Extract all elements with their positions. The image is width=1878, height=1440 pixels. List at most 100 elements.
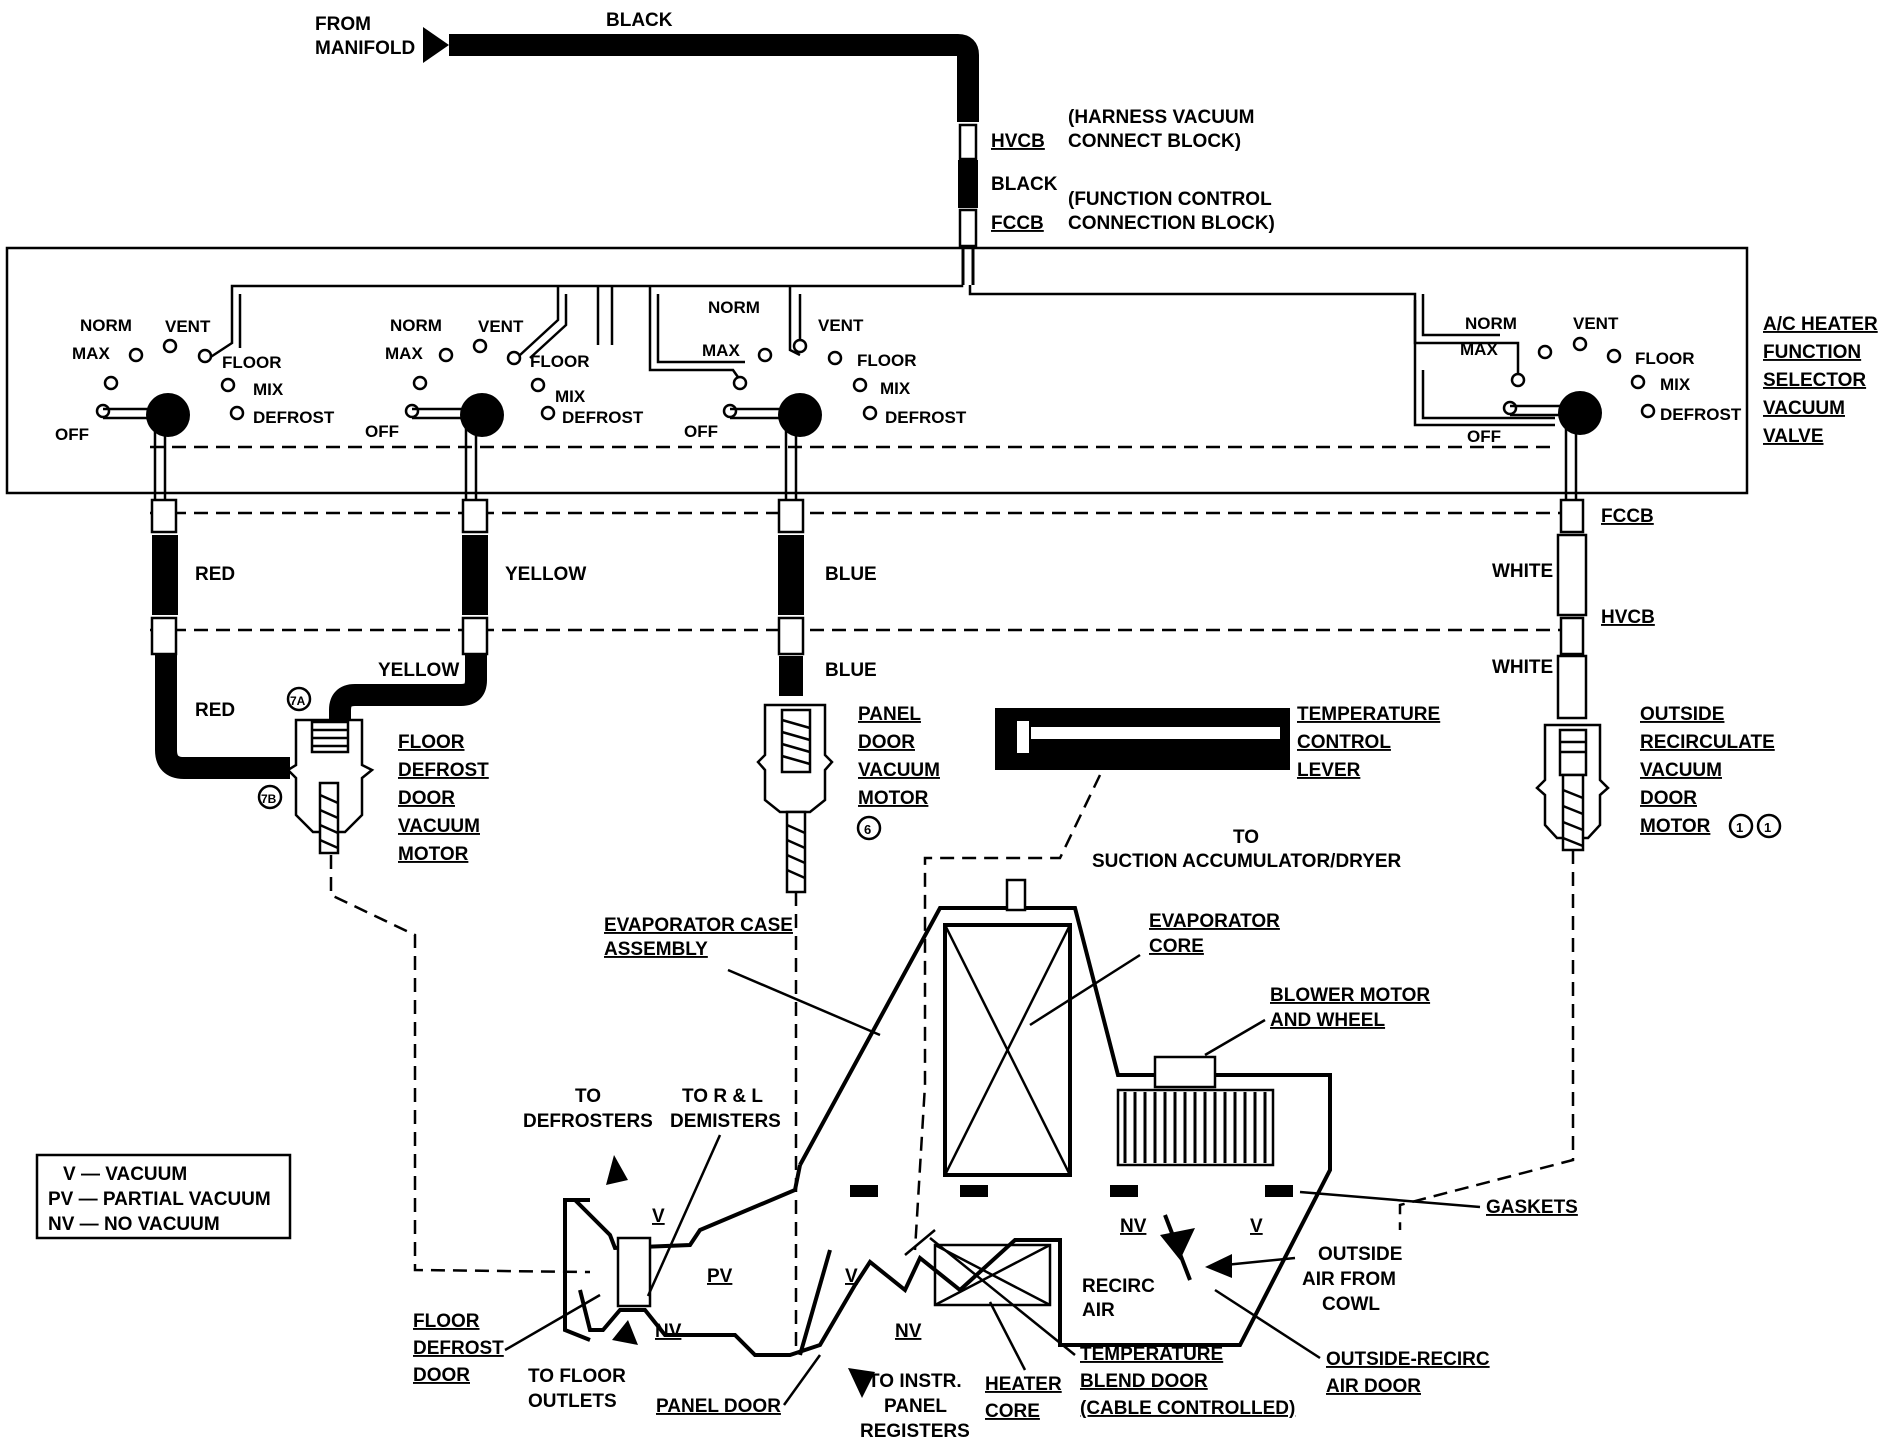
to-defrosters-label-2: DEFROSTERS	[523, 1111, 653, 1132]
gaskets-label: GASKETS	[1486, 1197, 1578, 1218]
to-instr-label-1: TO INSTR.	[868, 1371, 962, 1392]
svg-text:DOOR: DOOR	[858, 732, 915, 753]
svg-text:TEMPERATURE: TEMPERATURE	[1297, 704, 1440, 725]
svg-text:RECIRCULATE: RECIRCULATE	[1640, 732, 1775, 753]
selector-label-3: SELECTOR	[1763, 370, 1866, 391]
svg-text:V — VACUUM: V — VACUUM	[63, 1164, 187, 1185]
evap-case-label-1: EVAPORATOR CASE	[604, 915, 793, 936]
manifold-label: MANIFOLD	[315, 38, 415, 59]
svg-text:MAX: MAX	[385, 344, 423, 363]
hvcb-right-label: HVCB	[1601, 607, 1655, 628]
yellow-label-2: YELLOW	[378, 660, 459, 681]
svg-text:VENT: VENT	[165, 317, 211, 336]
valve-header-tubes	[202, 284, 1555, 427]
fccb-label: FCCB	[991, 213, 1044, 234]
svg-text:OFF: OFF	[684, 422, 718, 441]
svg-text:OFF: OFF	[1467, 427, 1501, 446]
svg-text:MOTOR: MOTOR	[858, 788, 929, 809]
red-label-2: RED	[195, 700, 235, 721]
outside-motor-label: OUTSIDE RECIRCULATE VACUUM DOOR MOTOR 1 …	[1640, 704, 1782, 839]
blue-label-2: BLUE	[825, 660, 877, 681]
suction-label: SUCTION ACCUMULATOR/DRYER	[1092, 851, 1402, 872]
v-label-3: V	[1250, 1216, 1263, 1237]
fccb-desc-2: CONNECTION BLOCK)	[1068, 213, 1275, 234]
instr-arrow-icon	[848, 1368, 875, 1398]
selector-valve-1: NORM VENT MAX FLOOR MIX DEFROST OFF	[55, 316, 335, 520]
svg-text:DEFROST: DEFROST	[253, 408, 335, 427]
legend-box: V — VACUUM PV — PARTIAL VACUUM NV — NO V…	[35, 1153, 292, 1240]
hvcb-label: HVCB	[991, 131, 1045, 152]
evap-case-label-2: ASSEMBLY	[604, 939, 708, 960]
hvcb-desc-2: CONNECT BLOCK)	[1068, 131, 1241, 152]
svg-text:NORM: NORM	[80, 316, 132, 335]
svg-text:6: 6	[864, 822, 871, 837]
svg-text:MIX: MIX	[1660, 375, 1691, 394]
evap-core-leader	[1029, 953, 1141, 1027]
svg-text:1: 1	[1736, 820, 1743, 835]
pv-label: PV	[707, 1266, 733, 1287]
v-label-1: V	[652, 1206, 665, 1227]
white-hose	[1556, 498, 1588, 720]
evaporator-case	[563, 878, 1332, 1357]
svg-text:MIX: MIX	[253, 380, 284, 399]
recirc-label-2: AIR	[1082, 1300, 1115, 1321]
svg-text:FLOOR: FLOOR	[1635, 349, 1695, 368]
to-instr-label-2: PANEL	[884, 1396, 947, 1417]
svg-text:VACUUM: VACUUM	[398, 816, 480, 837]
svg-text:PV — PARTIAL VACUUM: PV — PARTIAL VACUUM	[48, 1189, 271, 1210]
temperature-control-lever	[995, 708, 1290, 770]
to-floor-label-2: OUTLETS	[528, 1391, 617, 1412]
svg-text:1: 1	[1764, 820, 1771, 835]
svg-text:MIX: MIX	[555, 387, 586, 406]
blend-label-2: BLEND DOOR	[1080, 1371, 1208, 1392]
svg-text:VACUUM: VACUUM	[858, 760, 940, 781]
floor-arrow-icon	[612, 1320, 638, 1345]
selector-label-5: VALVE	[1763, 426, 1824, 447]
heater-core-label-1: HEATER	[985, 1374, 1062, 1395]
to-rl-label-1: TO R & L	[682, 1086, 763, 1107]
panel-motor-label: PANEL DOOR VACUUM MOTOR 6	[856, 704, 940, 841]
temp-lever-label: TEMPERATURE CONTROL LEVER	[1297, 704, 1440, 781]
floor-motor-label: FLOOR DEFROST DOOR VACUUM MOTOR	[398, 732, 489, 865]
black-label-2: BLACK	[991, 174, 1058, 195]
svg-text:OFF: OFF	[55, 425, 89, 444]
svg-text:DEFROST: DEFROST	[885, 408, 967, 427]
outside-air-label-1: OUTSIDE	[1318, 1244, 1402, 1265]
svg-text:FLOOR: FLOOR	[222, 353, 282, 372]
from-label: FROM	[315, 14, 371, 35]
outside-recirc-vacuum-motor	[1535, 723, 1610, 852]
fdd-leader	[504, 1293, 601, 1352]
v-label-2: V	[845, 1266, 858, 1287]
svg-text:DEFROST: DEFROST	[562, 408, 644, 427]
white-label-2: WHITE	[1492, 657, 1553, 678]
recirc-arrow-icon	[1160, 1228, 1195, 1260]
selector-label-1: A/C HEATER	[1763, 314, 1878, 335]
yellow-hose	[329, 498, 489, 721]
to-floor-label-1: TO FLOOR	[528, 1366, 626, 1387]
svg-text:VENT: VENT	[1573, 314, 1619, 333]
svg-text:OFF: OFF	[365, 422, 399, 441]
red-hose	[150, 498, 290, 779]
defroster-arrow-icon	[606, 1155, 628, 1185]
svg-text:7B: 7B	[261, 792, 277, 806]
evap-case-leader	[727, 968, 881, 1037]
to-label: TO	[1233, 827, 1259, 848]
nv-label-3: NV	[1120, 1216, 1147, 1237]
blue-label: BLUE	[825, 564, 877, 585]
svg-text:MAX: MAX	[702, 341, 740, 360]
yellow-label: YELLOW	[505, 564, 586, 585]
blower-label-2: AND WHEEL	[1270, 1010, 1385, 1031]
to-rl-leader	[646, 1134, 722, 1297]
svg-text:MOTOR: MOTOR	[398, 844, 469, 865]
evap-core-label-2: CORE	[1149, 936, 1204, 957]
outside-air-label-3: COWL	[1322, 1294, 1380, 1315]
svg-text:MIX: MIX	[880, 379, 911, 398]
blend-label-1: TEMPERATURE	[1080, 1344, 1223, 1365]
fdd-label-2: DEFROST	[413, 1338, 504, 1359]
selector-valve-4: NORM VENT MAX FLOOR MIX DEFROST OFF	[1460, 314, 1742, 520]
svg-text:OUTSIDE: OUTSIDE	[1640, 704, 1724, 725]
recirc-label-1: RECIRC	[1082, 1276, 1155, 1297]
selector-valve-3: NORM VENT MAX FLOOR MIX DEFROST OFF	[684, 298, 967, 520]
orad-label-2: AIR DOOR	[1326, 1376, 1421, 1397]
